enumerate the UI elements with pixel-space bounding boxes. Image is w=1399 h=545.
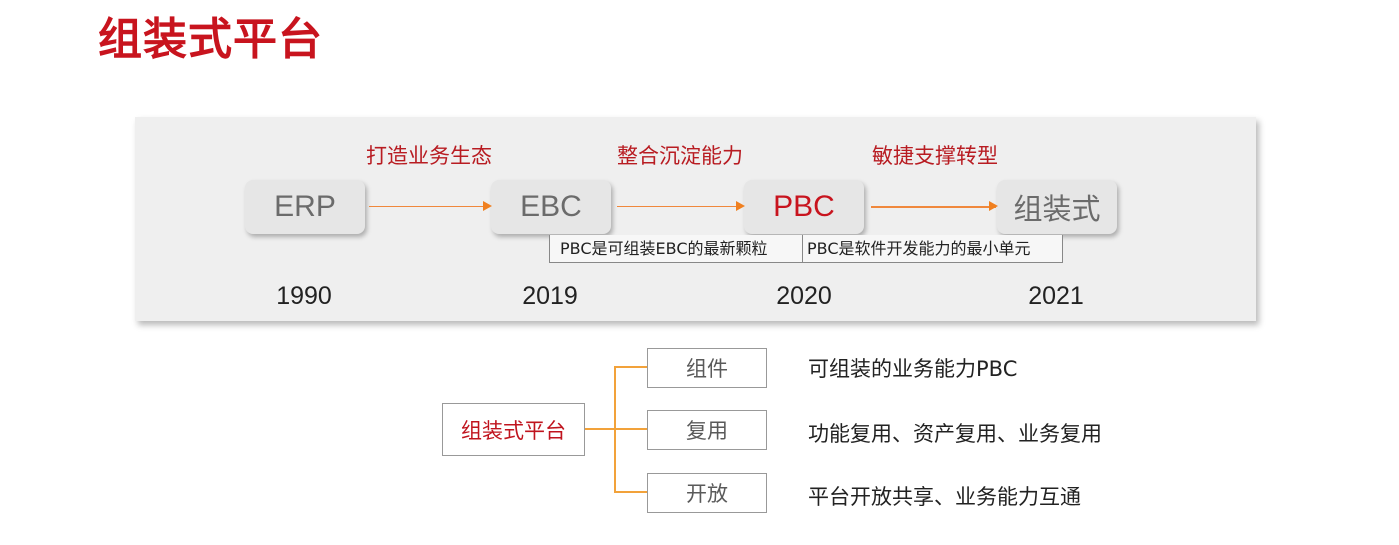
tree-root-box: 组装式平台	[442, 403, 585, 456]
stage-box-pbc: PBC	[744, 180, 864, 234]
tree-desc-reuse: 功能复用、资产复用、业务复用	[808, 422, 1102, 446]
phase-label-transformation: 敏捷支撑转型	[872, 144, 998, 168]
stage-box-erp: ERP	[245, 180, 365, 234]
stage-box-composable: 组装式	[997, 180, 1117, 234]
arrow-head-icon	[989, 201, 998, 211]
phase-label-ecosystem: 打造业务生态	[366, 144, 492, 168]
tree-desc-open: 平台开放共享、业务能力互通	[808, 485, 1081, 509]
tree-desc-component: 可组装的业务能力PBC	[808, 357, 1018, 381]
tree-connector-branch-3	[614, 491, 648, 493]
note-ebc-granule: PBC是可组装EBC的最新颗粒	[549, 235, 813, 263]
arrow-ebc-to-pbc	[617, 201, 745, 211]
tree-connector-root	[583, 428, 615, 430]
tree-leaf-reuse: 复用	[647, 410, 767, 450]
page-title: 组装式平台	[98, 14, 323, 65]
year-2019: 2019	[522, 282, 578, 310]
year-2020: 2020	[776, 282, 832, 310]
year-2021: 2021	[1028, 282, 1084, 310]
arrow-head-icon	[483, 201, 492, 211]
tree-connector-branch-2	[614, 428, 648, 430]
tree-leaf-component: 组件	[647, 348, 767, 388]
arrow-pbc-to-composable	[871, 201, 998, 211]
phase-label-capability: 整合沉淀能力	[617, 144, 743, 168]
tree-connector-branch-1	[614, 366, 648, 368]
note-pbc-unit: PBC是软件开发能力的最小单元	[802, 235, 1063, 263]
arrow-head-icon	[736, 201, 745, 211]
year-1990: 1990	[276, 282, 332, 310]
stage-box-ebc: EBC	[491, 180, 611, 234]
tree-leaf-open: 开放	[647, 473, 767, 513]
arrow-erp-to-ebc	[369, 201, 492, 211]
